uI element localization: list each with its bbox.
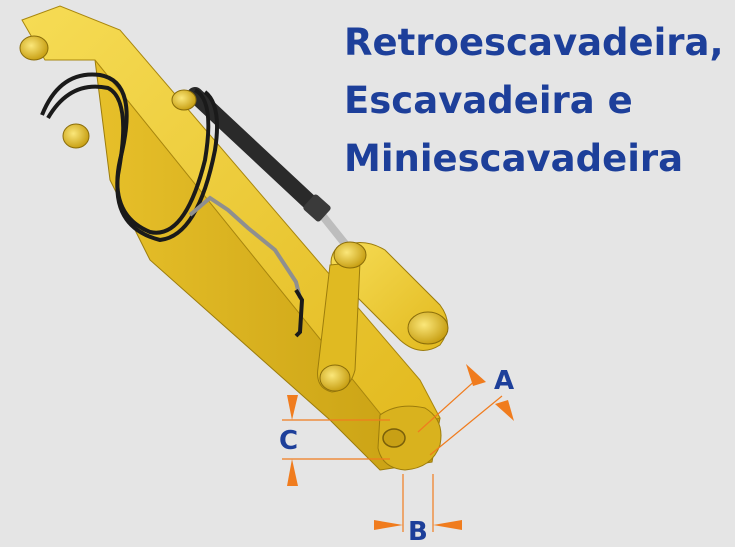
dimension-b-label: B [408,517,428,547]
dimension-a-label: A [494,366,515,396]
cylinder-gland [303,194,331,222]
linkage-arm-lower [317,261,361,393]
boom-tip [377,405,442,471]
dimension-c-arrow-top [287,395,298,420]
hose-end-fitting [294,288,305,338]
dimension-a-extension-2 [429,395,503,456]
linkage-pin-right [407,311,449,345]
root-pin-upper [19,35,49,61]
title-line-3: Miniescavadeira [344,137,684,180]
title-line-2: Escavadeira e [344,79,633,122]
dimension-a-extension-1 [417,377,479,433]
dimension-a-arrow-bottom [495,400,514,421]
tip-pin-hole [382,428,406,448]
steel-hydraulic-line [188,195,302,299]
dimension-b-arrow-right [433,520,462,530]
dimension-c-arrow-bottom [287,459,298,486]
linkage-pin-bottom [319,364,351,392]
root-pin-lower [62,123,90,149]
dimension-a-arrow-top [466,364,486,386]
dimension-b-arrow-left [374,520,403,530]
title-line-1: Retroescavadeira, [344,21,724,64]
dimension-c-label: C [279,426,299,456]
diagram-title: Retroescavadeira, Escavadeira e Miniesca… [344,14,734,188]
hydraulic-hose-2 [46,84,219,243]
cylinder-mount-pin [171,89,197,111]
linkage-pin-top [333,241,367,269]
